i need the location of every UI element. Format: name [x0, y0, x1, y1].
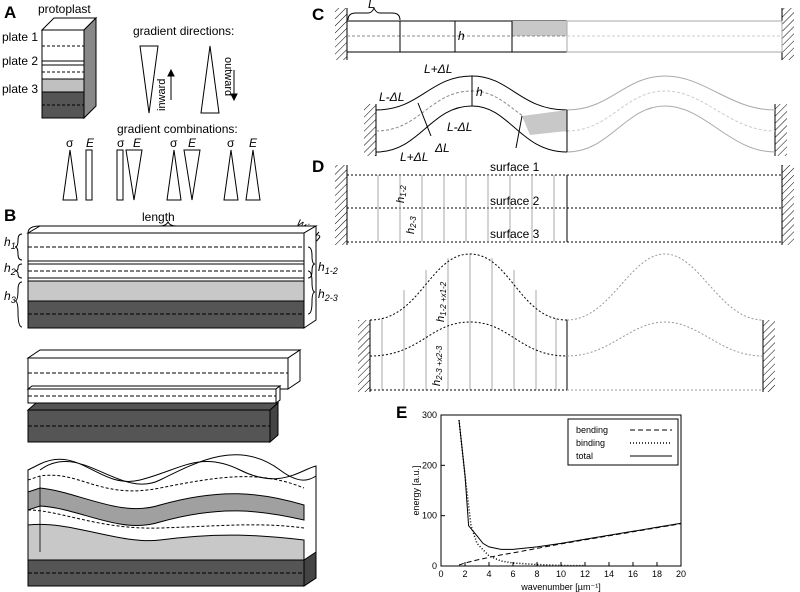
panel-d-letter: D: [312, 157, 324, 176]
block-stack-wavy: [27, 454, 317, 587]
svg-text:h2: h2: [4, 261, 16, 277]
panel-c-letter: C: [312, 5, 324, 24]
legend-box: [567, 418, 679, 466]
protoplast-block: [40, 16, 98, 120]
svg-text:E: E: [86, 136, 95, 150]
series-total: [458, 419, 682, 550]
h12-x12-label: h1-2 +x1-2: [435, 281, 448, 322]
wavy-surfaces: [369, 253, 764, 391]
y-tick-label: 200: [422, 460, 437, 470]
h23-label: h2-3: [405, 216, 418, 234]
outward-label: outward: [222, 57, 234, 96]
h-wave-label: h: [476, 85, 483, 99]
x-axis-label: wavenumber [µm⁻¹]: [520, 582, 600, 592]
svg-text:σ: σ: [227, 136, 235, 150]
x-tick-label: 4: [486, 569, 491, 579]
wall-left-d: [335, 165, 347, 245]
panel-b-letter: B: [4, 206, 16, 225]
outward-arrow-icon: [230, 70, 238, 102]
plate-3-label: plate 3: [2, 82, 38, 96]
y-tick-label: 300: [422, 410, 437, 420]
protoplast-label: protoplast: [38, 2, 91, 16]
gradient-combinations-title: gradient combinations:: [117, 122, 238, 136]
inward-label: inward: [156, 79, 168, 111]
L-minus-dL-right: L-ΔL: [447, 120, 472, 134]
panel-d: D surface 1 surface 2 surface 3 h1-2 h2-…: [312, 157, 794, 392]
dL-label: ΔL: [434, 141, 450, 155]
L-minus-dL-left: L-ΔL: [379, 90, 404, 104]
length-label: length: [142, 210, 175, 224]
svg-text:E: E: [249, 136, 258, 150]
panel-e-letter: E: [396, 403, 407, 422]
svg-text:h3: h3: [4, 289, 16, 305]
h23-x23-label: h2-3 +x2-3: [431, 345, 444, 386]
y-tick-label: 0: [432, 561, 437, 571]
surface-3-label: surface 3: [490, 227, 540, 241]
block-stack-assembled: [26, 225, 318, 329]
svg-text:E: E: [133, 136, 142, 150]
L-brace: [347, 6, 401, 21]
gradient-directions-title: gradient directions:: [133, 24, 234, 38]
plate-2-label: plate 2: [2, 54, 38, 68]
wall-left-c: [335, 8, 347, 60]
svg-text:h2-3: h2-3: [318, 287, 338, 303]
series-binding: [458, 419, 586, 567]
outward-gradient-triangle: [200, 45, 220, 114]
x-tick-label: 16: [628, 569, 638, 579]
x-tick-label: 20: [676, 569, 686, 579]
x-tick-label: 8: [534, 569, 539, 579]
legend-label-total: total: [576, 451, 593, 461]
surface-2-label: surface 2: [490, 194, 540, 208]
panel-a-letter: A: [4, 3, 16, 22]
layer-gaps-right: h1-2 h2-3: [307, 246, 338, 315]
legend-label-binding: binding: [576, 438, 605, 448]
x-tick-label: 14: [604, 569, 614, 579]
surface-1-label: surface 1: [490, 160, 540, 174]
block-stack-exploded: [26, 349, 302, 444]
x-tick-label: 0: [438, 569, 443, 579]
x-tick-label: 12: [580, 569, 590, 579]
wall-right-wave: [775, 104, 787, 156]
y-axis-label: energy [a.u.]: [411, 465, 421, 515]
inward-gradient-triangle: [139, 45, 159, 114]
wall-left-wave: [364, 104, 376, 156]
panel-a: A protoplast plate 1 plate 2 plate 3 gra…: [2, 2, 261, 201]
panel-b: B length width h1 h2 h3 h1-2: [4, 206, 338, 587]
svg-text:σ: σ: [66, 136, 74, 150]
y-tick-label: 100: [422, 511, 437, 521]
svg-text:h1: h1: [4, 235, 16, 251]
x-tick-label: 18: [652, 569, 662, 579]
plate-1-label: plate 1: [2, 30, 38, 44]
svg-text:σ: σ: [117, 136, 125, 150]
x-tick-label: 10: [556, 569, 566, 579]
wall-left-d-wave: [358, 320, 370, 392]
L-label: L: [368, 0, 375, 11]
x-tick-label: 6: [510, 569, 515, 579]
legend-label-bending: bending: [576, 425, 608, 435]
inward-arrow-icon: [167, 68, 175, 100]
bent-beam: [375, 75, 776, 153]
svg-text:E: E: [188, 136, 197, 150]
wall-right-c: [782, 8, 794, 60]
h12-label: h1-2: [395, 185, 408, 203]
panel-c: C L h: [312, 0, 794, 164]
svg-text:σ: σ: [170, 136, 178, 150]
flat-surfaces: [347, 174, 782, 243]
gradient-combinations: σ E σ E σ E σ E: [62, 136, 261, 201]
h-label: h: [458, 29, 465, 43]
x-tick-label: 2: [462, 569, 467, 579]
L-plus-dL-top: L+ΔL: [424, 62, 452, 76]
layer-heights-left: h1 h2 h3: [4, 233, 23, 328]
L-plus-dL-bottom: L+ΔL: [400, 150, 428, 164]
svg-text:h1-2: h1-2: [318, 260, 338, 276]
straight-beam: [346, 20, 783, 53]
wall-right-d: [782, 165, 794, 245]
wall-right-d-wave: [763, 320, 775, 392]
